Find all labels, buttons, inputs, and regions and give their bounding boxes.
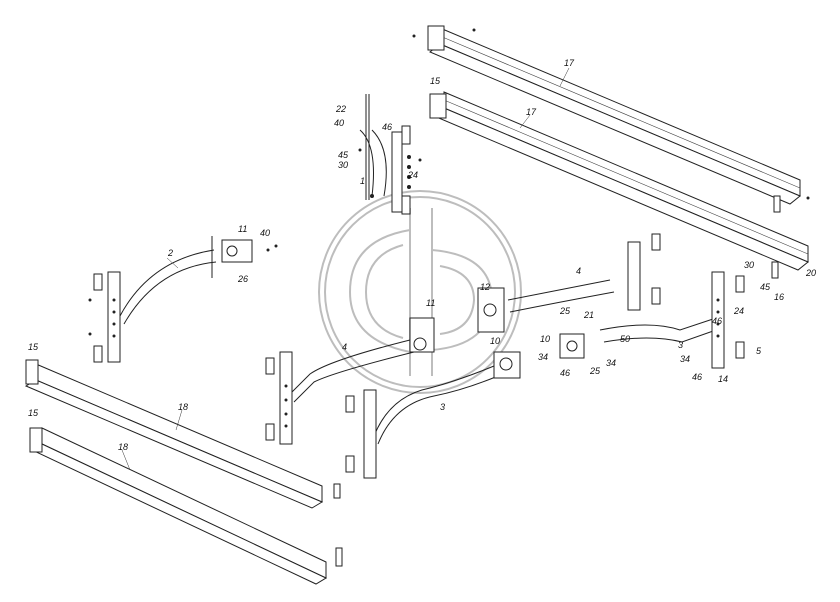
callout-15-left-upper: 15: [28, 342, 39, 352]
callout-46-center: 46: [560, 368, 570, 378]
callout-4-right: 4: [576, 266, 581, 276]
callout-labels: 17 17 15 15 15 22 40 45 30 1 46 24 2 11 …: [28, 58, 816, 452]
callout-46-right-lower: 46: [692, 372, 702, 382]
callout-17-second: 17: [526, 107, 537, 117]
beam-17-second: [429, 91, 809, 279]
clamp-11-left: [211, 236, 278, 278]
callout-18-lower: 18: [118, 442, 128, 452]
clamp-11-center: [409, 317, 435, 353]
arm-4-center: [265, 339, 415, 445]
plate-10: [493, 351, 521, 379]
callout-40-upper: 40: [334, 118, 344, 128]
callout-25-lower: 25: [589, 366, 601, 376]
callout-11-left: 11: [238, 224, 247, 234]
callout-3-right: 3: [678, 340, 683, 350]
beam-17-top: [412, 25, 810, 213]
callout-30-upper: 30: [338, 160, 348, 170]
callout-18-upper: 18: [178, 402, 188, 412]
callout-40-left: 40: [260, 228, 270, 238]
callout-34-center: 34: [606, 358, 616, 368]
callout-15-top: 15: [430, 76, 441, 86]
callout-21: 21: [583, 310, 594, 320]
callout-34-right: 34: [680, 354, 690, 364]
callout-20: 20: [805, 268, 816, 278]
callout-45-right: 45: [760, 282, 771, 292]
callout-14: 14: [718, 374, 728, 384]
callout-30-right: 30: [744, 260, 754, 270]
callout-11-center: 11: [426, 298, 435, 308]
callout-17-top: 17: [564, 58, 575, 68]
callout-26: 26: [237, 274, 248, 284]
beam-18-upper: [24, 359, 341, 509]
callout-16: 16: [774, 292, 784, 302]
callout-22: 22: [335, 104, 346, 114]
callout-24-right: 24: [733, 306, 744, 316]
callout-24-upper: 24: [407, 170, 418, 180]
bracket-1-assembly: [358, 94, 422, 215]
beam-18-lower: [29, 427, 343, 585]
arm-2-left: [88, 249, 217, 363]
callout-3-center: 3: [440, 402, 445, 412]
callout-46-right-upper: 46: [712, 316, 722, 326]
callout-34-left: 34: [538, 352, 548, 362]
callout-4-center: 4: [342, 342, 347, 352]
callout-46-upper: 46: [382, 122, 392, 132]
plate-12-arm-4: [477, 233, 661, 333]
callout-5: 5: [756, 346, 762, 356]
callout-2: 2: [167, 248, 173, 258]
right-arm-3-14: [559, 271, 745, 369]
callout-15-left-lower: 15: [28, 408, 39, 418]
callout-12: 12: [480, 282, 490, 292]
callout-50: 50: [620, 334, 630, 344]
callout-1: 1: [360, 176, 365, 186]
callout-25-upper: 25: [559, 306, 571, 316]
callout-10-center: 10: [490, 336, 500, 346]
callout-45-upper: 45: [338, 150, 349, 160]
arm-3-center: [345, 365, 499, 479]
leader-lines: [121, 67, 570, 471]
callout-10-right: 10: [540, 334, 550, 344]
